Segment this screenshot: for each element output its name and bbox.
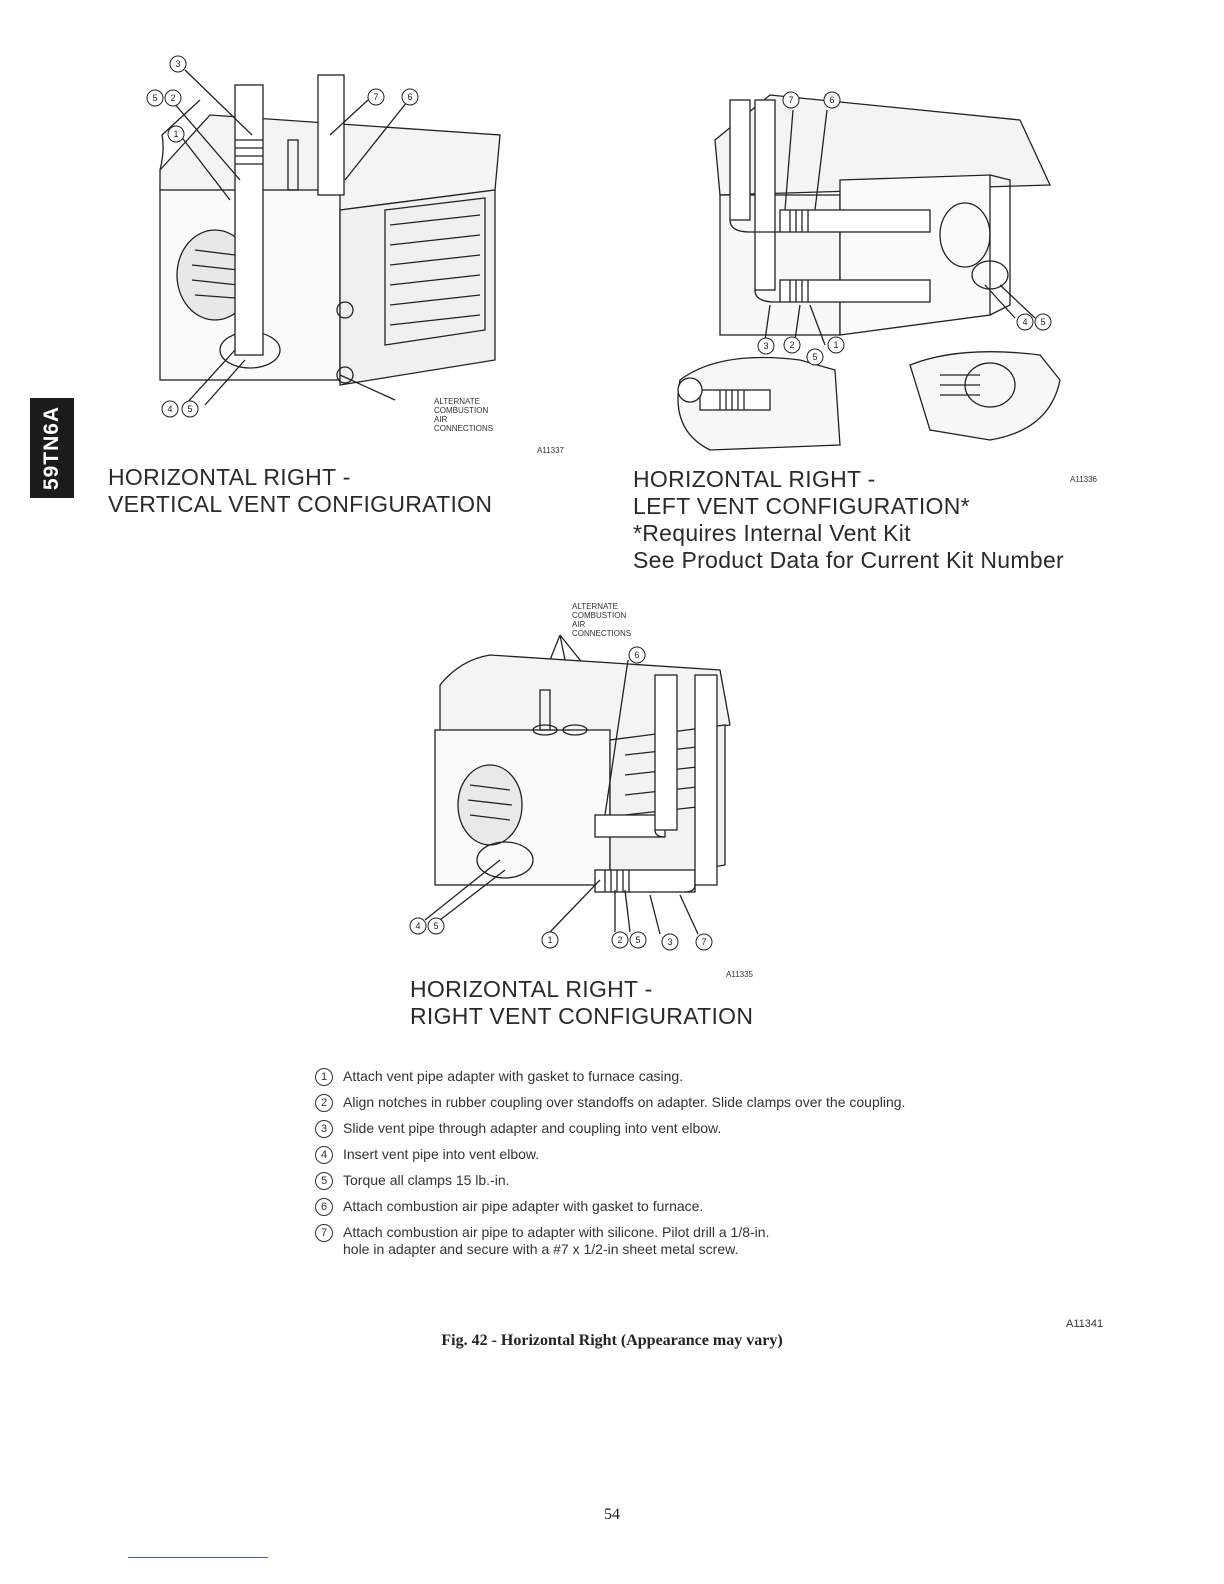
svg-text:5: 5	[433, 921, 438, 931]
svg-text:7: 7	[701, 937, 706, 947]
step-legend: 1 Attach vent pipe adapter with gasket t…	[315, 1068, 1035, 1266]
svg-text:5: 5	[152, 93, 157, 103]
caption-vertical-vent: HORIZONTAL RIGHT - VERTICAL VENT CONFIGU…	[108, 464, 493, 517]
figure-vertical-vent-illustration: 3 5 2 7 6 1 4 5	[146, 55, 501, 418]
svg-text:2: 2	[789, 340, 794, 350]
svg-text:1: 1	[173, 129, 178, 139]
legend-item: 4 Insert vent pipe into vent elbow.	[315, 1146, 1035, 1164]
legend-text: Torque all clamps 15 lb.-in.	[343, 1172, 510, 1188]
figure-caption: Fig. 42 - Horizontal Right (Appearance m…	[441, 1332, 783, 1349]
legend-item: 3 Slide vent pipe through adapter and co…	[315, 1120, 1035, 1138]
model-side-tab-label: 59TN6A	[40, 405, 64, 491]
legend-text: Attach vent pipe adapter with gasket to …	[343, 1068, 684, 1084]
figure-left-vent-illustration: 7 6 4 5 3 2 1 5	[677, 91, 1061, 451]
legend-number: 7	[315, 1224, 333, 1242]
legend-item: 6 Attach combustion air pipe adapter wit…	[315, 1198, 1035, 1216]
svg-text:5: 5	[187, 404, 192, 414]
svg-text:1: 1	[833, 340, 838, 350]
callout-3	[169, 55, 187, 73]
legend-text: hole in adapter and secure with a #7 x 1…	[343, 1241, 739, 1257]
svg-text:1: 1	[547, 935, 552, 945]
legend-text: Slide vent pipe through adapter and coup…	[343, 1120, 722, 1136]
figure-code: A11336	[1070, 475, 1097, 484]
svg-text:4: 4	[415, 921, 420, 931]
svg-text:4: 4	[167, 404, 172, 414]
figure-code: A11337	[537, 446, 564, 455]
page-number: 54	[604, 1506, 620, 1523]
legend-number: 5	[315, 1172, 333, 1190]
legend-number: 1	[315, 1068, 333, 1086]
callout-3-text: 3	[175, 59, 180, 69]
svg-text:6: 6	[407, 92, 412, 102]
svg-text:7: 7	[788, 95, 793, 105]
caption-right-vent: HORIZONTAL RIGHT - RIGHT VENT CONFIGURAT…	[410, 976, 754, 1029]
svg-text:5: 5	[812, 352, 817, 362]
legend-text: Attach combustion air pipe adapter with …	[343, 1198, 704, 1214]
caption-left-vent: HORIZONTAL RIGHT - LEFT VENT CONFIGURATI…	[633, 466, 1064, 573]
svg-text:3: 3	[763, 341, 768, 351]
legend-item: 7 Attach combustion air pipe to adapter …	[315, 1224, 1035, 1258]
svg-text:7: 7	[373, 92, 378, 102]
legend-text: Insert vent pipe into vent elbow.	[343, 1146, 540, 1162]
svg-text:2: 2	[170, 93, 175, 103]
svg-text:6: 6	[829, 95, 834, 105]
figure-right-vent-illustration: 6 4 5 1 2 5 3 7	[409, 634, 731, 951]
legend-number: 2	[315, 1094, 333, 1112]
legend-number: 3	[315, 1120, 333, 1138]
legend-text: Align notches in rubber coupling over st…	[343, 1094, 906, 1110]
footer-rule	[128, 1557, 268, 1558]
legend-item: 2 Align notches in rubber coupling over …	[315, 1094, 1035, 1112]
svg-text:6: 6	[634, 650, 639, 660]
figure-code: A11335	[726, 970, 753, 979]
legend-number: 4	[315, 1146, 333, 1164]
svg-text:2: 2	[617, 935, 622, 945]
legend-number: 6	[315, 1198, 333, 1216]
svg-text:5: 5	[635, 935, 640, 945]
legend-text: Attach combustion air pipe to adapter wi…	[343, 1224, 770, 1240]
legend-item: 1 Attach vent pipe adapter with gasket t…	[315, 1068, 1035, 1086]
legend-code: A11341	[1066, 1318, 1104, 1330]
svg-text:4: 4	[1022, 317, 1027, 327]
model-side-tab: 59TN6A	[30, 398, 74, 498]
legend-item: 5 Torque all clamps 15 lb.-in.	[315, 1172, 1035, 1190]
svg-text:5: 5	[1040, 317, 1045, 327]
svg-text:3: 3	[667, 937, 672, 947]
